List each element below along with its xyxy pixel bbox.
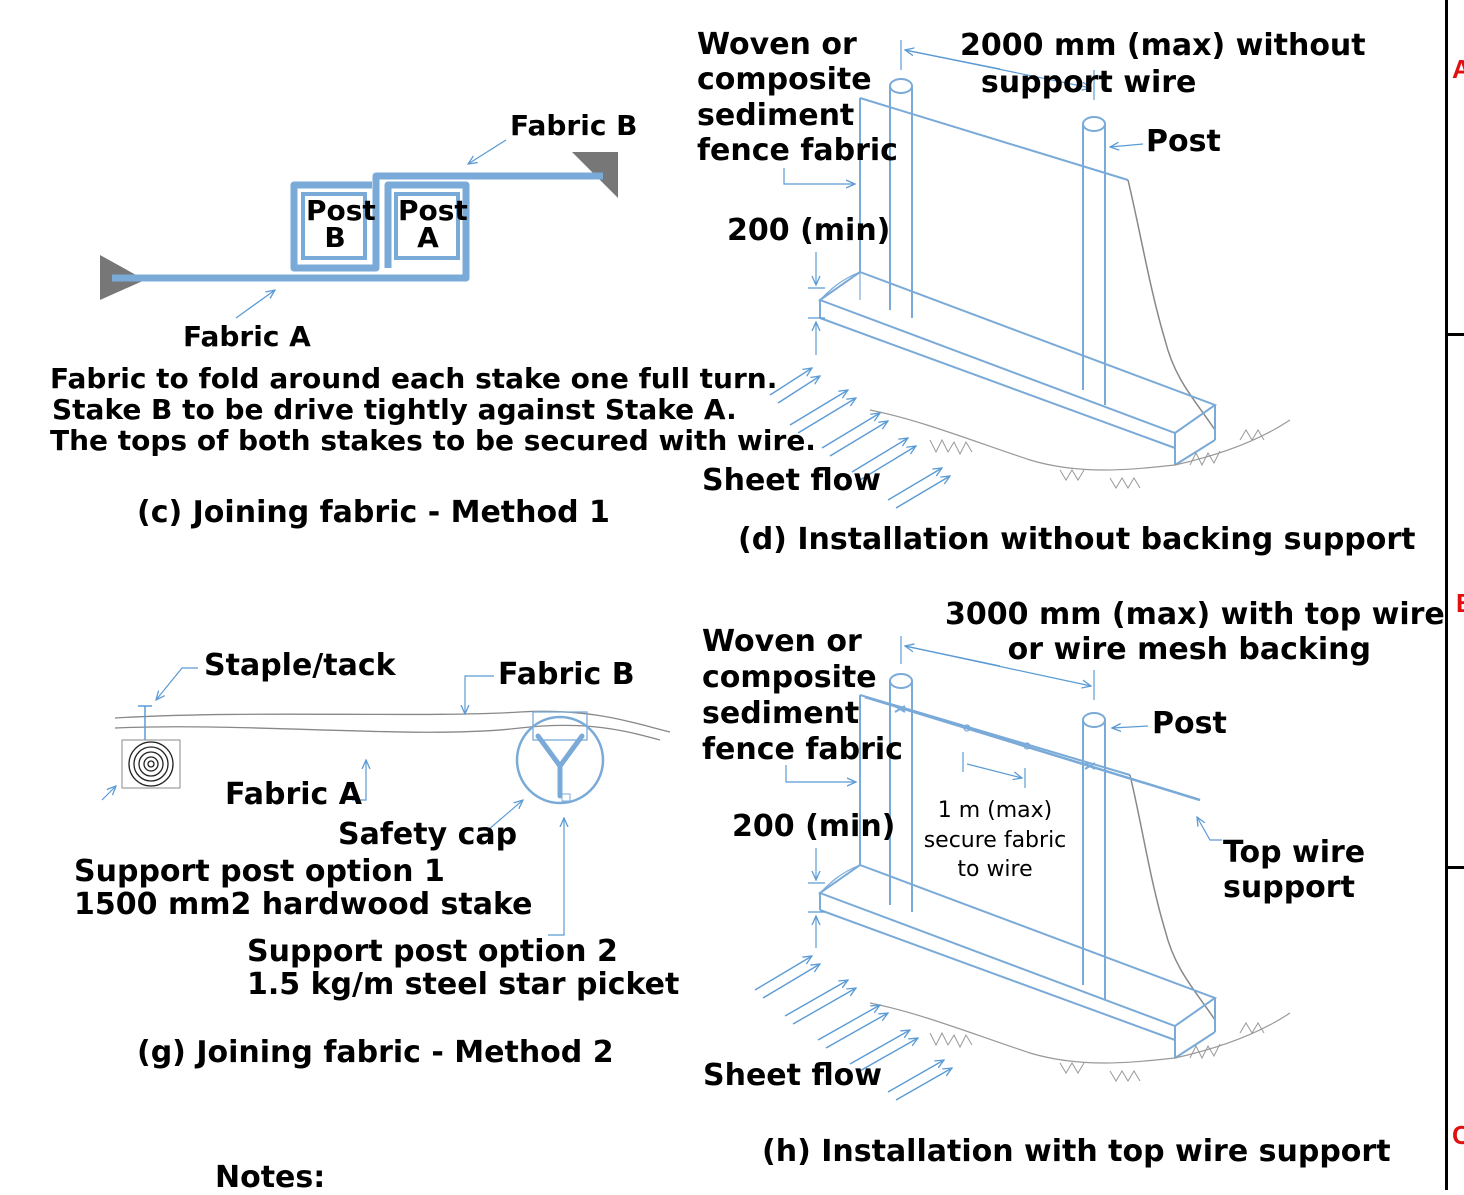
- method1-figure: [100, 139, 618, 319]
- fabric-a-path: [112, 181, 470, 282]
- right-border-line: [1445, 0, 1448, 1190]
- fence-d-figure: [769, 40, 1291, 509]
- fence-h-sheet-flow-label: Sheet flow: [703, 1058, 883, 1093]
- post-a-square: [394, 192, 460, 260]
- top-wire-support-label: Top wire support: [1223, 835, 1366, 905]
- notes-heading: Notes:: [215, 1160, 326, 1195]
- hardwood-stake: [121, 739, 181, 789]
- fence-d-sheet-flow-label: Sheet flow: [702, 463, 882, 498]
- fence-d-post-label: Post: [1146, 124, 1221, 159]
- safety-cap-label: Safety cap: [338, 817, 518, 852]
- side-marker-c: C: [1452, 1120, 1464, 1150]
- post-b-label: Post B: [306, 194, 376, 254]
- method2-figure: [101, 667, 671, 936]
- right-tick-2: [1445, 866, 1464, 869]
- fence-h-spacing-label: 3000 mm (max) with top wire or wire mesh…: [945, 597, 1445, 668]
- fence-h-fabric-label: Woven or composite sediment fence fabric: [702, 624, 903, 767]
- fabric-b-path: [290, 172, 603, 272]
- method1-fabric-b-label: Fabric B: [510, 109, 638, 142]
- method1-caption: (c) Joining fabric - Method 1: [137, 495, 610, 530]
- fence-d-spacing-label: 2000 mm (max) without support wire: [960, 28, 1366, 100]
- fence-h-figure: [754, 636, 1291, 1101]
- fence-h-depth-label: 200 (min): [732, 809, 896, 844]
- side-marker-a: A: [1452, 54, 1464, 84]
- staple-tack-label: Staple/tack: [204, 648, 396, 683]
- method1-note-line-1: Fabric to fold around each stake one ful…: [50, 362, 778, 395]
- side-marker-b: B: [1456, 588, 1464, 619]
- post-a-label: Post A: [398, 194, 468, 254]
- right-tick-1: [1445, 333, 1464, 336]
- fence-h-post-label: Post: [1152, 706, 1227, 741]
- fence-d-caption: (d) Installation without backing support: [738, 522, 1416, 557]
- support-post-option-1-label: Support post option 1 1500 mm2 hardwood …: [74, 854, 533, 922]
- method1-fabric-a-label: Fabric A: [183, 320, 311, 353]
- method2-fabric-b-label: Fabric B: [498, 657, 635, 692]
- method2-caption: (g) Joining fabric - Method 2: [137, 1035, 614, 1070]
- method1-note-line-2: Stake B to be drive tightly against Stak…: [52, 393, 737, 426]
- method1-note-line-3: The tops of both stakes to be secured wi…: [50, 424, 816, 457]
- fence-d-depth-label: 200 (min): [727, 213, 891, 248]
- star-picket-y: [535, 733, 585, 799]
- support-post-option-2-label: Support post option 2 1.5 kg/m steel sta…: [247, 934, 680, 1002]
- method2-fabric-a-label: Fabric A: [225, 777, 362, 812]
- fence-d-fabric-label: Woven or composite sediment fence fabric: [697, 27, 898, 169]
- safety-cap-circle: [515, 715, 605, 805]
- post-b-square: [301, 192, 367, 260]
- wire-spacing-label: 1 m (max) secure fabric to wire: [923, 798, 1067, 883]
- fence-h-caption: (h) Installation with top wire support: [762, 1134, 1391, 1169]
